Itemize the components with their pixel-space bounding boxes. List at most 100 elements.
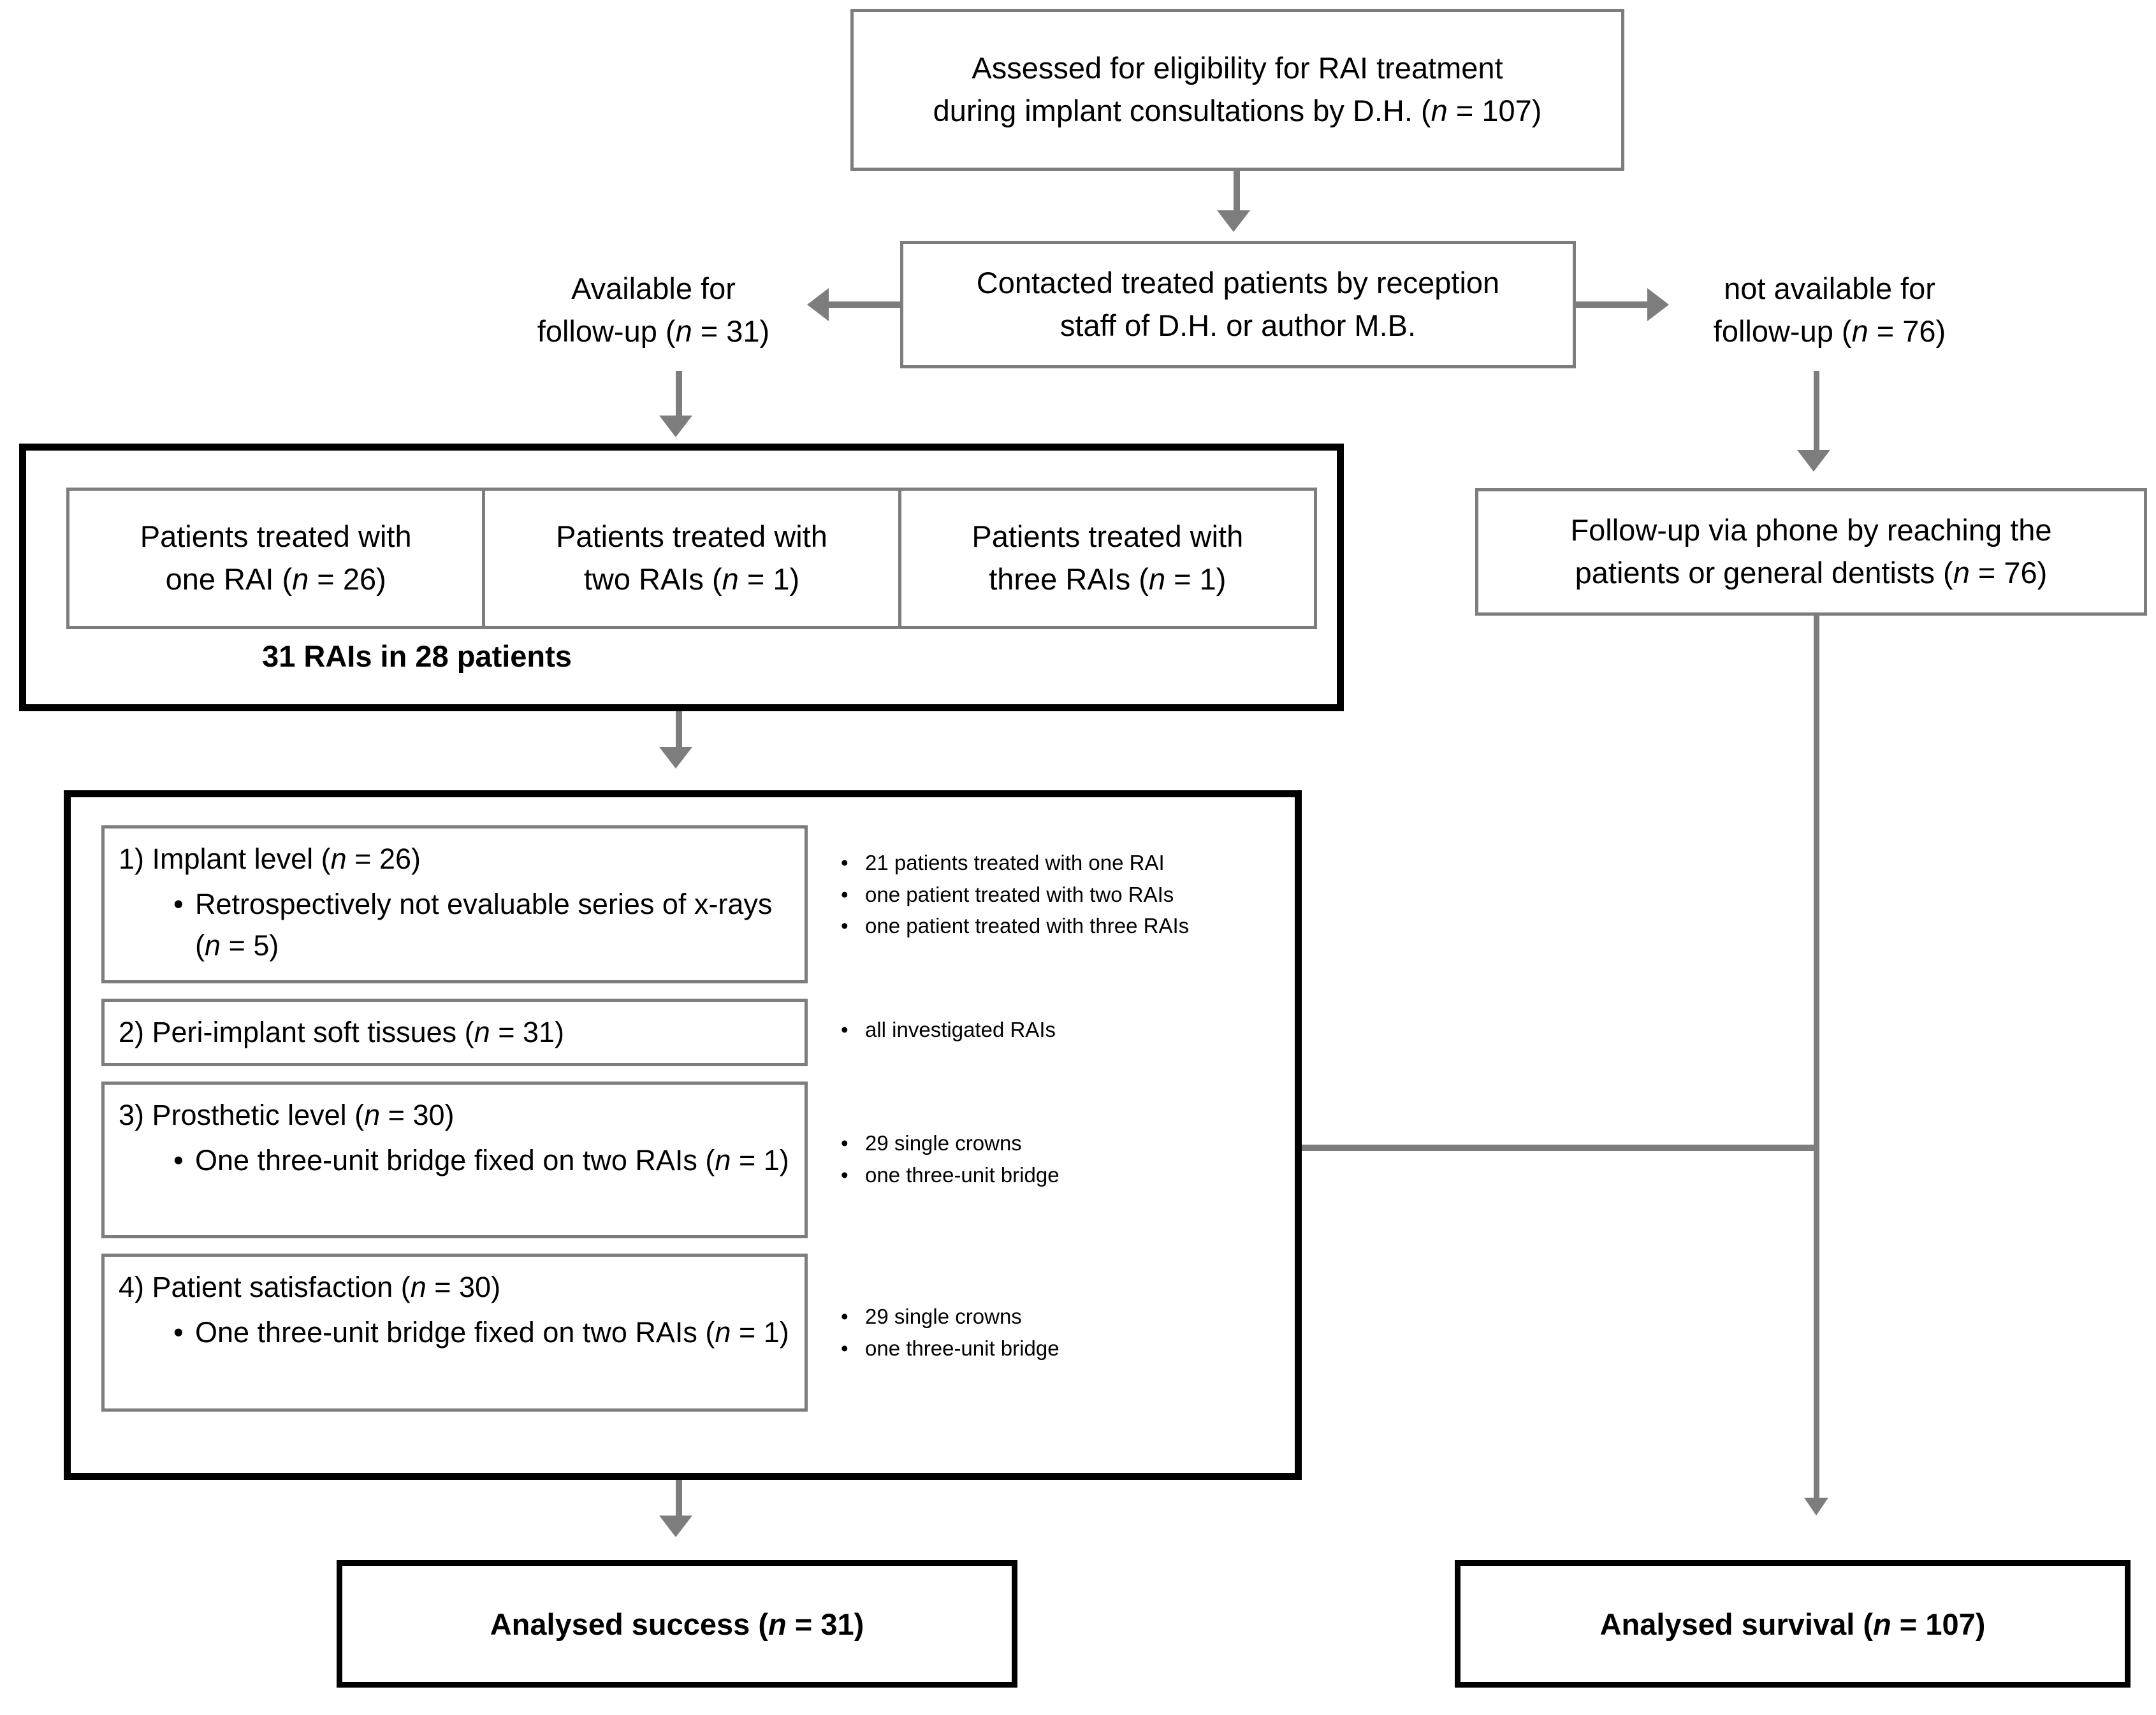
item-3-bullet-1: 29 single crowns [865,1131,1022,1155]
contacted-line-2: staff of D.H. or author M.B. [1060,308,1417,342]
analysis-item-1: 1) Implant level (n = 26) • Retrospectiv… [101,825,808,983]
rai-cell-one-line2a: one RAI ( [165,562,293,596]
item-1-bullet-2: one patient treated with two RAIs [865,882,1174,906]
item-4-sub-n: n [715,1315,731,1349]
bullet-icon: • [841,851,849,874]
item-3-sub-a: One three-unit bridge fixed on two RAIs … [195,1143,715,1176]
item-2-heading-a: 2) Peri-implant soft tissues ( [119,1015,474,1048]
analysis-item-2: 2) Peri-implant soft tissues (n = 31) [101,999,808,1066]
available-followup-label: Available for follow-up (n = 31) [504,268,803,352]
arrow-phone-to-survival [1804,1498,1828,1516]
rai-cell-one: Patients treated with one RAI (n = 26) [69,491,482,626]
assessed-line-2b: = 107) [1447,94,1542,127]
analysis-group: 1) Implant level (n = 26) • Retrospectiv… [64,790,1302,1480]
bullet-icon: • [841,1162,849,1187]
phone-n-italic: n [1953,556,1970,590]
item-3-heading-b: = 30) [380,1099,455,1131]
assessed-line-2a: during implant consultations by D.H. ( [933,94,1431,127]
bullet-icon: • [841,914,849,937]
bullet-icon: • [173,1315,184,1349]
connector-available-to-raigroup [676,371,682,427]
item-3-heading-n: n [364,1099,381,1131]
item-4-bullet-2: one three-unit bridge [865,1336,1060,1360]
item-4-sub-a: One three-unit bridge fixed on two RAIs … [195,1315,715,1349]
bullet-icon: • [841,1131,849,1155]
item-1-heading-n: n [330,843,347,875]
item-1-sub-n: n [205,929,221,962]
item-3-sub-text: One three-unit bridge fixed on two RAIs … [195,1140,789,1182]
rai-cell-three-line2b: = 1) [1165,562,1227,596]
arrow-notavailable-to-phone [1797,450,1830,472]
survival-text-b: = 107) [1891,1607,1986,1641]
assessed-eligibility-box: Assessed for eligibility for RAI treatme… [850,9,1624,171]
contacted-line-1: Contacted treated patients by reception [976,266,1500,300]
item-4-heading-b: = 30) [426,1271,501,1303]
notavailable-n-italic: n [1851,314,1868,348]
rai-split-row: Patients treated with one RAI (n = 26) P… [66,488,1317,629]
connector-contacted-to-notavailable [1576,301,1647,308]
rai-cell-two-line2a: two RAIs ( [583,562,722,596]
notavailable-line-2b: = 76) [1868,314,1946,348]
notavailable-line-1: not available for [1724,271,1935,305]
arrow-assessed-to-contacted [1217,210,1250,232]
analysis-item-3-heading: 3) Prosthetic level (n = 30) [119,1095,790,1136]
analysed-survival-box: Analysed survival (n = 107) [1455,1560,2131,1688]
notavailable-line-2a: follow-up ( [1713,314,1852,348]
rai-cell-one-line1: Patients treated with [140,519,412,554]
rai-cell-three: Patients treated with three RAIs (n = 1) [898,491,1314,626]
list-item: • 29 single crowns [841,1127,1287,1159]
item-4-heading-n: n [410,1271,426,1303]
rai-cell-two-line2b: = 1) [738,562,800,596]
success-n-italic: n [768,1607,787,1641]
connector-analysis-to-success [676,1480,682,1528]
list-item: • 21 patients treated with one RAI [841,847,1287,879]
bullet-icon: • [841,1336,849,1360]
arrow-to-not-available [1647,288,1669,321]
phone-followup-box: Follow-up via phone by reaching the pati… [1475,488,2147,616]
item-1-sub-a: Retrospectively not evaluable series of … [195,887,773,962]
bullet-icon: • [173,887,184,920]
success-text-a: Analysed success ( [490,1607,769,1641]
analysis-item-3-bullets: • 29 single crowns • one three-unit brid… [841,1127,1287,1190]
list-item: • one patient treated with two RAIs [841,879,1287,911]
rai-cell-three-n: n [1148,562,1166,596]
item-3-heading-a: 3) Prosthetic level ( [119,1099,365,1131]
item-1-heading-b: = 26) [346,843,421,875]
bullet-icon: • [841,882,849,906]
item-4-sub-text: One three-unit bridge fixed on two RAIs … [195,1312,789,1354]
available-line-1: Available for [571,271,736,305]
assessed-line-1: Assessed for eligibility for RAI treatme… [972,51,1503,85]
survival-n-italic: n [1873,1607,1891,1641]
item-1-bullet-3: one patient treated with three RAIs [865,914,1190,937]
available-n-italic: n [675,314,692,348]
assessed-n-italic: n [1431,94,1448,127]
item-4-heading-a: 4) Patient satisfaction ( [119,1271,411,1303]
phone-line-2b: = 76) [1969,556,2048,590]
item-1-heading-a: 1) Implant level ( [119,843,331,875]
analysis-item-4: 4) Patient satisfaction (n = 30) • One t… [101,1254,808,1412]
rai-cell-three-line1: Patients treated with [972,519,1244,554]
connector-assessed-to-contacted [1234,171,1240,213]
item-1-sub-b: = 5) [221,929,279,962]
rai-cell-two-n: n [722,562,739,596]
arrow-available-to-raigroup [659,416,692,437]
analysed-success-box: Analysed success (n = 31) [337,1560,1017,1688]
item-2-heading-b: = 31) [490,1015,565,1048]
bullet-icon: • [841,1018,849,1041]
rai-summary-group: Patients treated with one RAI (n = 26) P… [19,444,1344,711]
analysis-item-3: 3) Prosthetic level (n = 30) • One three… [101,1082,808,1238]
not-available-followup-label: not available for follow-up (n = 76) [1670,268,1989,352]
item-2-bullet-1: all investigated RAIs [865,1018,1056,1041]
item-4-bullet-1: 29 single crowns [865,1305,1022,1328]
rai-cell-one-line2b: = 26) [309,562,386,596]
connector-notavailable-to-phone [1814,371,1819,461]
analysis-item-1-bullets: • 21 patients treated with one RAI • one… [841,847,1287,942]
analysis-item-1-heading: 1) Implant level (n = 26) [119,839,790,880]
arrow-raigroup-to-analysis [659,747,692,769]
item-1-bullet-1: 21 patients treated with one RAI [865,851,1165,874]
list-item: • one three-unit bridge [841,1159,1287,1191]
connector-phone-to-survival [1814,616,1819,1508]
available-line-2a: follow-up ( [537,314,676,348]
rai-cell-three-line2a: three RAIs ( [989,562,1149,596]
phone-line-2a: patients or general dentists ( [1575,556,1953,590]
